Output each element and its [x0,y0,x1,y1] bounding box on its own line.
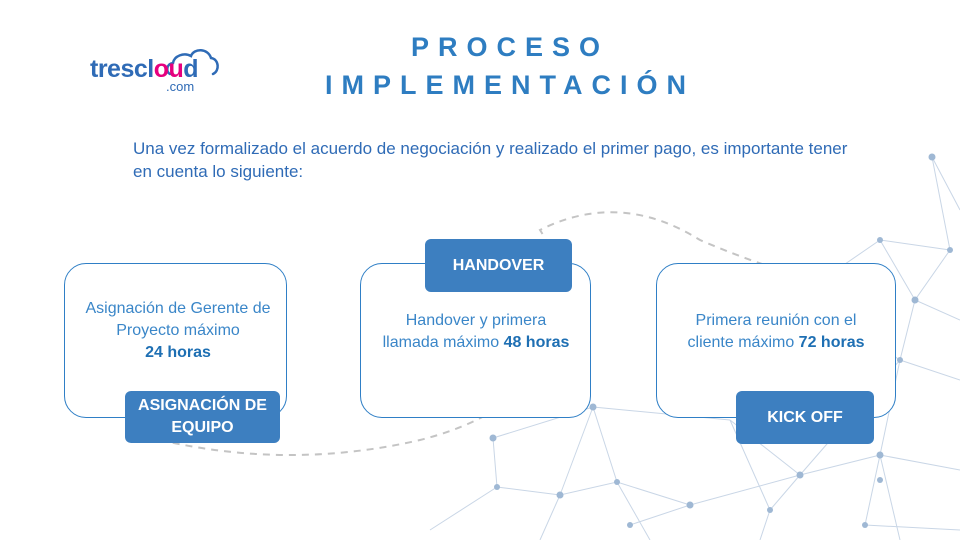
step-text-handover-body: Handover y primera llamada máximo [382,312,547,351]
logo-wordmark-end: d [183,55,199,83]
tag-handover: HANDOVER [425,239,572,292]
logo-wordmark: trescloud [90,55,199,84]
step-text-kickoff-body: Primera reunión con el cliente máximo [687,312,857,351]
step-text-equipo: Asignación de Gerente de Proyecto máximo… [84,298,272,364]
intro-text: Una vez formalizado el acuerdo de negoci… [133,139,848,181]
step-text-handover: Handover y primera llamada máximo 48 hor… [378,310,574,354]
dashed-connector [159,211,821,456]
cloud-icon [166,49,219,76]
step-text-handover-highlight: 48 horas [503,334,570,351]
step-text-equipo-body: Asignación de Gerente de Proyecto máximo [85,300,271,339]
step-text-equipo-highlight: 24 horas [145,344,211,361]
tag-asignacion-equipo: ASIGNACIÓN DE EQUIPO [125,391,280,443]
title-line-2: IMPLEMENTACIÓN [325,70,695,100]
tag-kick-off: KICK OFF [736,391,874,444]
logo-wordmark-accent: ou [153,55,184,83]
logo-wordmark-main: trescl [90,55,154,83]
step-text-kickoff: Primera reunión con el cliente máximo 72… [674,310,878,354]
tresclod-logo: trescloud .com [86,44,221,96]
page-title: PROCESO IMPLEMENTACIÓN [0,28,960,104]
step-text-kickoff-highlight: 72 horas [798,334,865,351]
logo-domain: .com [166,79,195,94]
title-line-1: PROCESO [410,32,610,62]
